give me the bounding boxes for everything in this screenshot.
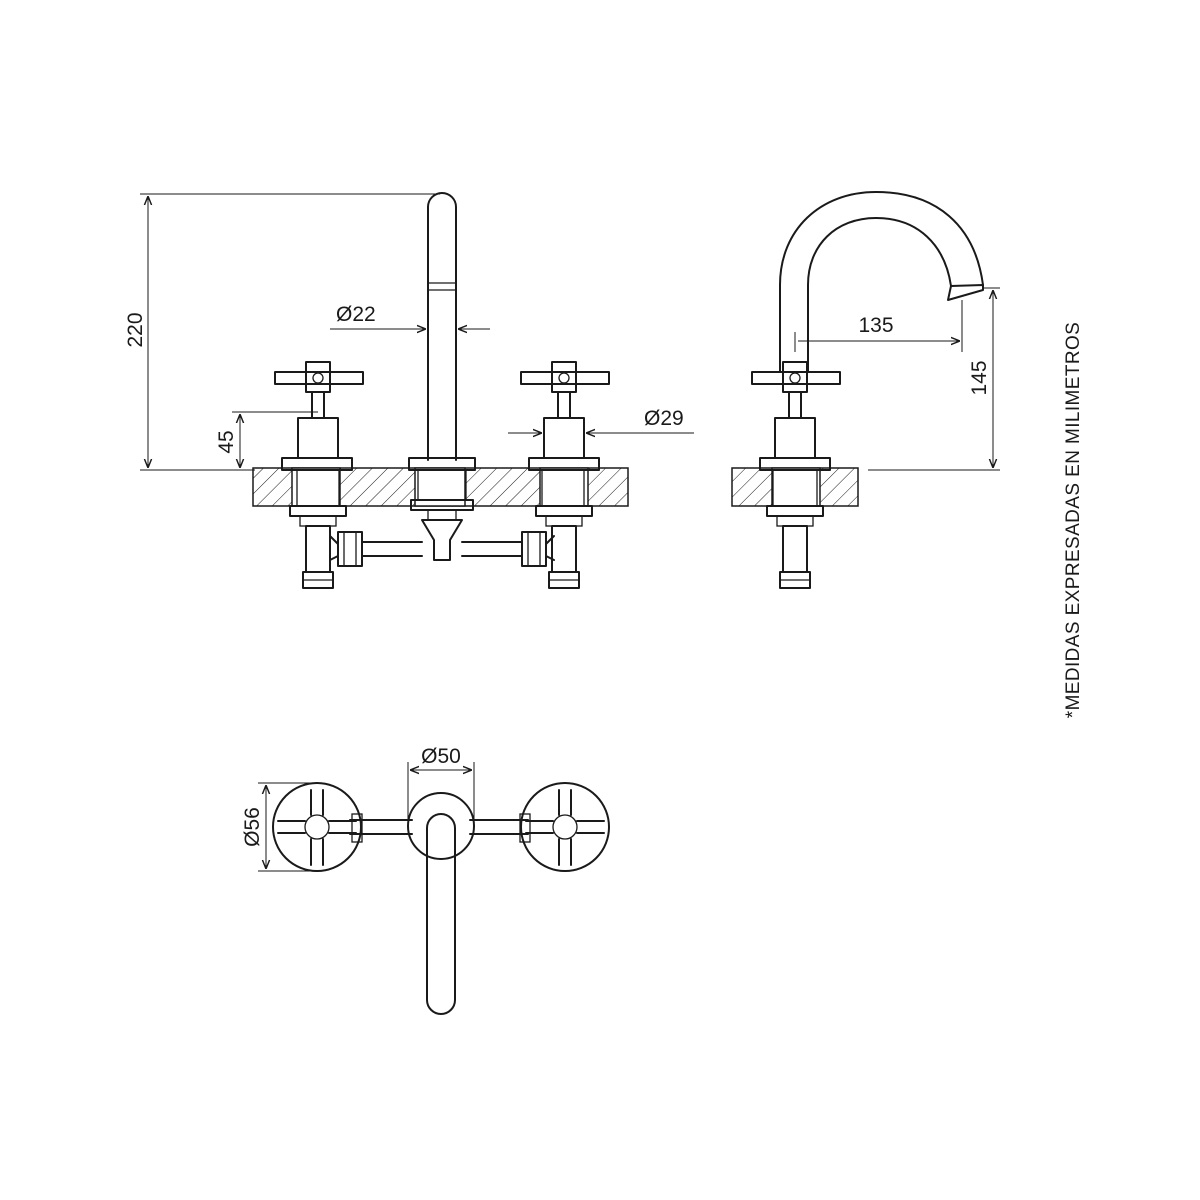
dimension-220: 220 — [124, 193, 440, 471]
handle-cross-diameter-label: Ø56 — [241, 807, 264, 847]
spout-side — [779, 191, 984, 373]
units-note: *MEDIDAS EXPRESADAS EN MILIMETROS — [1063, 322, 1084, 718]
connector-pipes — [329, 531, 555, 567]
countertop-section-side — [731, 467, 859, 507]
top-view: Ø50 Ø56 — [241, 745, 610, 1015]
dimension-d29: Ø29 — [508, 407, 694, 433]
spout-base-diameter-label: Ø50 — [421, 745, 461, 768]
left-handle-front — [274, 361, 364, 589]
dimension-45: 45 — [215, 411, 318, 467]
handle-side — [751, 361, 841, 589]
connector-bar-top — [349, 819, 529, 835]
side-view: 135 145 — [731, 191, 1000, 589]
countertop-section — [252, 467, 629, 507]
dimension-135: 135 — [794, 300, 963, 352]
dimension-145: 145 — [868, 287, 1000, 471]
front-view: 220 45 Ø22 Ø29 — [124, 192, 694, 589]
right-handle-front — [520, 361, 610, 589]
spout-top — [407, 792, 475, 1015]
right-handle-top — [519, 782, 610, 872]
dimension-d56: Ø56 — [241, 782, 317, 872]
handle-height-label: 45 — [215, 430, 238, 453]
spout-front — [408, 192, 476, 561]
dimension-d22: Ø22 — [330, 303, 490, 329]
spout-outlet-height-label: 145 — [968, 360, 991, 395]
handle-base-diameter-label: Ø29 — [644, 407, 684, 430]
left-handle-top — [272, 782, 363, 872]
spout-reach-label: 135 — [858, 314, 893, 337]
dimension-d50: Ø50 — [407, 745, 475, 820]
height-total-label: 220 — [124, 312, 147, 347]
spout-diameter-label: Ø22 — [336, 303, 376, 326]
